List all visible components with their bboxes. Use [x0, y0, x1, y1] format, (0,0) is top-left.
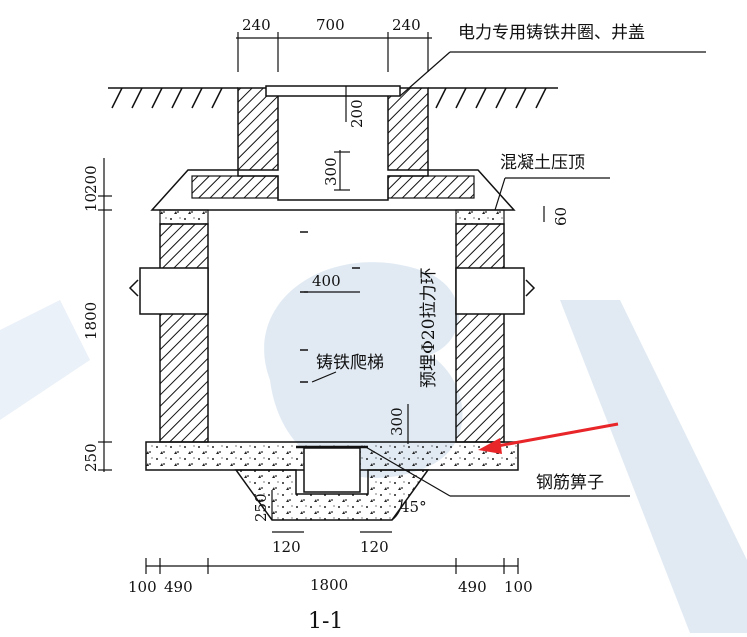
dim-left-10: 10 — [82, 193, 100, 212]
sump-inner — [303, 447, 361, 493]
label-ladder: 铸铁爬梯 — [316, 353, 384, 373]
pipe-opening-left — [139, 267, 209, 315]
main-wall-left — [159, 223, 209, 443]
sump-pit — [234, 469, 430, 521]
dim-bottom-100-right: 100 — [504, 578, 533, 596]
dim-inner-400: 400 — [312, 272, 341, 290]
concrete-top-left — [159, 209, 209, 225]
watermark — [0, 262, 747, 633]
dim-bottom-490-left: 490 — [164, 578, 193, 596]
dim-bottom-100-left: 100 — [128, 578, 157, 596]
ground-line — [108, 87, 558, 109]
dim-angle: 45° — [400, 498, 427, 516]
neck-wall-right — [387, 87, 429, 171]
neck-wall-left — [237, 87, 279, 171]
pipe-opening-right — [455, 267, 525, 315]
dim-top-left-wall: 240 — [242, 16, 271, 34]
slab-beam-left — [191, 175, 279, 199]
dim-top-right-wall: 240 — [392, 16, 421, 34]
dim-top-60: 60 — [552, 207, 570, 226]
dim-neck-300: 300 — [322, 157, 340, 186]
cast-iron-cover — [265, 85, 401, 97]
dim-bottom-1800: 1800 — [310, 576, 348, 594]
main-wall-right — [455, 223, 505, 443]
dim-ladder-300: 300 — [388, 407, 406, 436]
label-grate: 钢筋箅子 — [536, 473, 604, 493]
dim-top-opening: 700 — [316, 16, 345, 34]
dim-bottom-490-right: 490 — [458, 578, 487, 596]
dim-neck-height: 200 — [348, 99, 366, 128]
dim-sump-120-left: 120 — [272, 538, 301, 556]
dim-sump-250: 250 — [252, 493, 270, 522]
leader-lines — [311, 51, 706, 497]
dim-sump-120-right: 120 — [360, 538, 389, 556]
dim-left-200: 200 — [82, 165, 100, 194]
red-arrow — [478, 422, 619, 454]
dimension-lines — [98, 32, 545, 574]
label-section: 1-1 — [308, 609, 343, 633]
label-pull-ring: 预埋Φ20拉力环 — [419, 267, 439, 388]
slab-beam-right — [387, 175, 475, 199]
concrete-top-right — [455, 209, 505, 225]
label-concrete-top: 混凝土压顶 — [500, 153, 585, 173]
dim-left-250: 250 — [82, 443, 100, 472]
label-well-cover: 电力专用铸铁井圈、井盖 — [458, 23, 645, 43]
dim-left-1800: 1800 — [82, 302, 100, 340]
